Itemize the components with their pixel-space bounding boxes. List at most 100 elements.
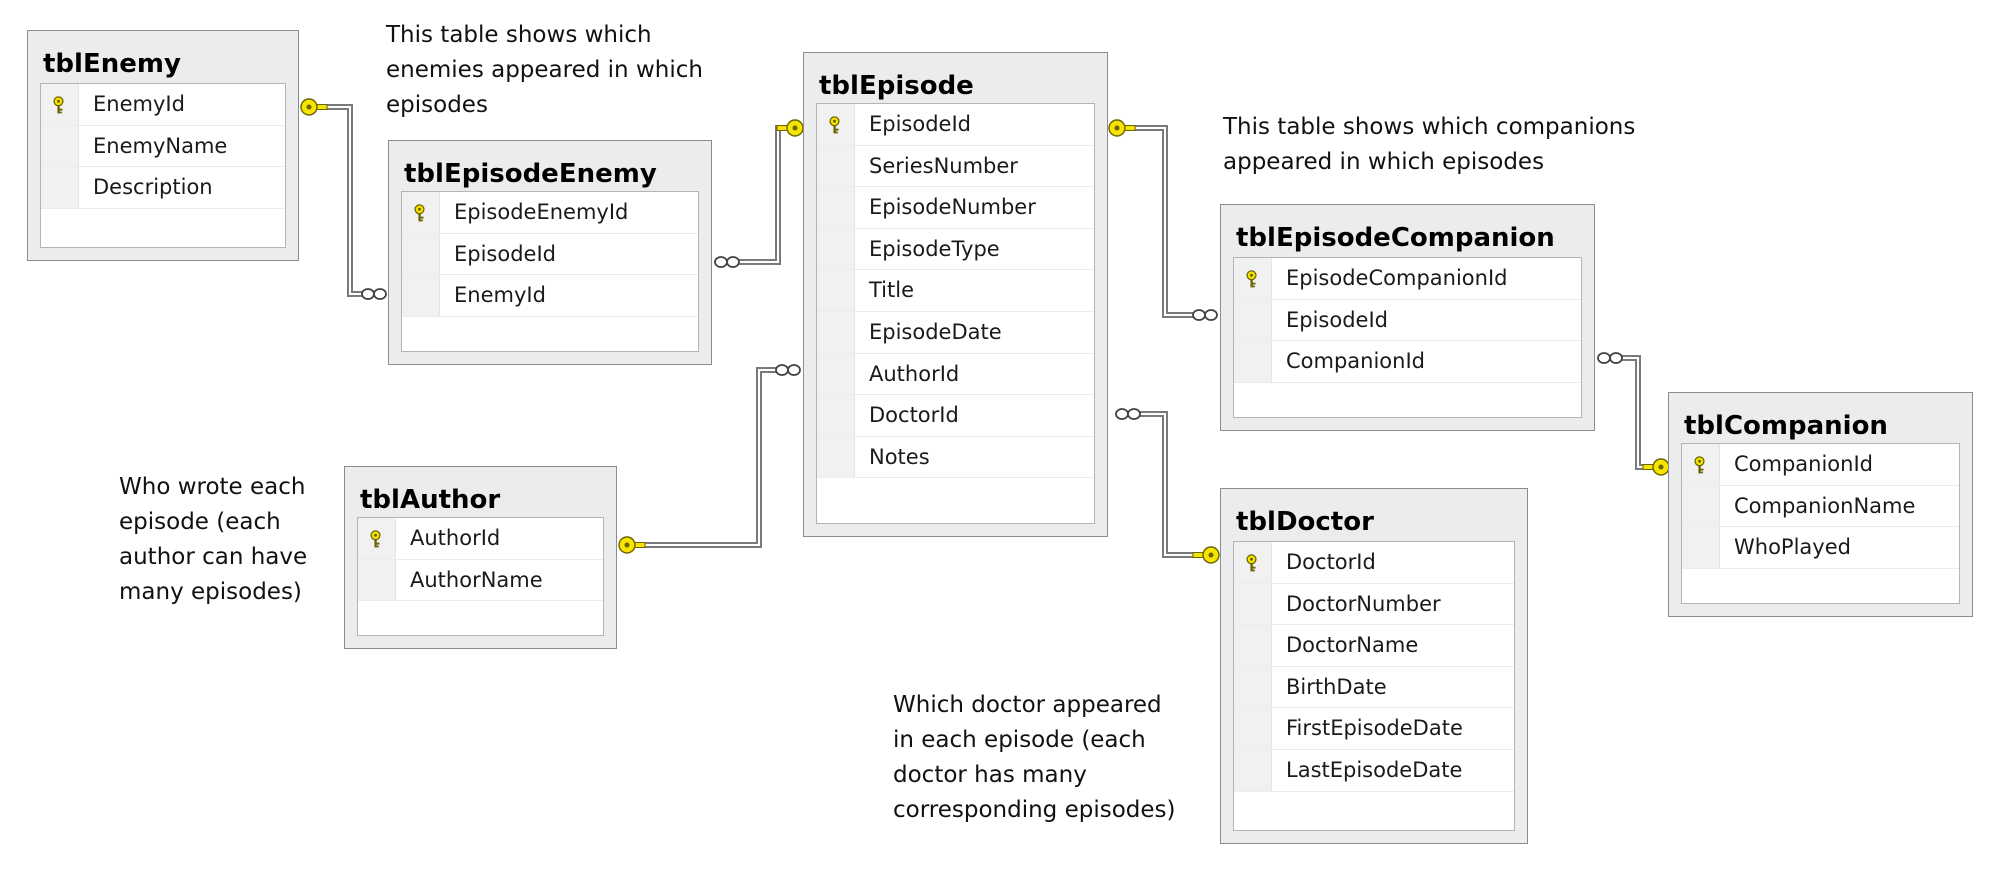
row-selector (1234, 341, 1272, 382)
primary-key-icon (370, 530, 381, 548)
row-selector (358, 559, 396, 601)
column-row[interactable]: EpisodeEnemyId (402, 192, 698, 234)
row-selector-primary-key (1234, 542, 1272, 583)
column-row[interactable]: CompanionId (1682, 444, 1959, 486)
column-row[interactable]: Notes (817, 436, 1094, 479)
one-end-key-icon (1116, 125, 1136, 131)
row-selector-primary-key (41, 84, 79, 125)
column-row[interactable]: EnemyId (402, 275, 698, 317)
row-selector-primary-key (817, 104, 855, 145)
row-selector (1682, 527, 1720, 568)
column-name: EnemyName (93, 133, 228, 158)
column-name: FirstEpisodeDate (1286, 716, 1463, 741)
note-companions: This table shows which companions appear… (1223, 114, 1636, 175)
row-selector (1234, 749, 1272, 791)
table-title: tblEpisodeCompanion (1236, 223, 1555, 253)
one-end-key-icon (1642, 464, 1662, 470)
column-name: EpisodeEnemyId (454, 200, 629, 224)
column-name: CompanionId (1286, 349, 1425, 374)
row-selector-primary-key (402, 192, 440, 233)
connector-doctor-episode (1132, 411, 1218, 558)
many-end-icon (361, 288, 375, 300)
column-name: EnemyId (454, 283, 546, 308)
row-selector (1234, 625, 1272, 666)
column-name: AuthorName (410, 567, 543, 592)
column-row[interactable]: DoctorId (1234, 542, 1514, 584)
row-selector (1234, 708, 1272, 749)
column-name: CompanionId (1734, 452, 1873, 476)
column-row[interactable]: DoctorNumber (1234, 583, 1514, 626)
column-row[interactable]: EpisodeId (817, 104, 1094, 146)
table-title: tblDoctor (1236, 507, 1374, 537)
row-selector (817, 270, 855, 311)
column-row[interactable]: EpisodeDate (817, 311, 1094, 354)
column-row[interactable]: CompanionId (1234, 341, 1581, 383)
column-row[interactable]: EnemyId (41, 84, 285, 126)
connector-episode-episodeenemy (727, 125, 803, 265)
column-name: EpisodeType (869, 236, 1000, 261)
column-row[interactable]: CompanionName (1682, 485, 1959, 528)
column-name: EpisodeDate (869, 319, 1002, 344)
primary-key-icon (829, 116, 840, 134)
note-authors: Who wrote each episode (each author can … (119, 474, 308, 605)
column-row[interactable]: EpisodeNumber (817, 187, 1094, 229)
column-name: EpisodeCompanionId (1286, 266, 1508, 290)
row-selector (1234, 666, 1272, 708)
column-name: WhoPlayed (1734, 535, 1851, 560)
row-selector (817, 228, 855, 270)
column-row[interactable]: EpisodeId (1234, 299, 1581, 342)
column-name: AuthorId (869, 361, 960, 386)
column-name: DoctorName (1286, 633, 1419, 658)
row-selector (41, 167, 79, 208)
column-row[interactable]: EnemyName (41, 125, 285, 168)
column-row[interactable]: EpisodeType (817, 228, 1094, 271)
row-selector (817, 311, 855, 353)
row-selector-primary-key (358, 518, 396, 559)
column-row[interactable]: AuthorName (358, 559, 603, 602)
column-row[interactable]: EpisodeId (402, 233, 698, 276)
column-name: BirthDate (1286, 674, 1387, 699)
table-title: tblEpisodeEnemy (404, 159, 657, 189)
column-row[interactable]: BirthDate (1234, 666, 1514, 709)
row-selector (817, 187, 855, 228)
many-end-icon (714, 256, 728, 268)
column-row[interactable]: EpisodeCompanionId (1234, 258, 1581, 300)
row-selector (817, 353, 855, 395)
column-row[interactable]: FirstEpisodeDate (1234, 708, 1514, 750)
row-selector (402, 233, 440, 275)
column-row[interactable]: SeriesNumber (817, 145, 1094, 188)
column-row[interactable]: AuthorId (817, 353, 1094, 396)
column-name: SeriesNumber (869, 153, 1018, 178)
column-row[interactable]: DoctorId (817, 395, 1094, 437)
column-name: CompanionName (1734, 493, 1916, 518)
column-row[interactable]: LastEpisodeDate (1234, 749, 1514, 792)
table-title: tblEpisode (819, 71, 974, 101)
primary-key-icon (414, 204, 425, 222)
connector-author-episode (620, 367, 783, 548)
column-name: EpisodeId (454, 241, 556, 266)
column-row[interactable]: WhoPlayed (1682, 527, 1959, 569)
row-selector (1234, 299, 1272, 341)
column-row[interactable]: DoctorName (1234, 625, 1514, 667)
table-title: tblCompanion (1684, 411, 1888, 441)
column-name: LastEpisodeDate (1286, 757, 1463, 782)
row-selector-primary-key (1234, 258, 1272, 299)
column-row[interactable]: Title (817, 270, 1094, 312)
column-row[interactable]: Description (41, 167, 285, 209)
one-end-key-icon (626, 542, 646, 548)
table-title: tblEnemy (43, 49, 181, 79)
column-row[interactable]: AuthorId (358, 518, 603, 560)
column-name: AuthorId (410, 526, 501, 550)
